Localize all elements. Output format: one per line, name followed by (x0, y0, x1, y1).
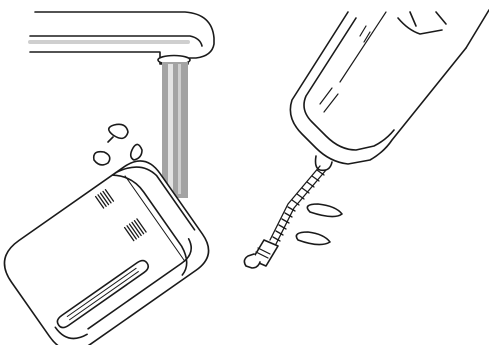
nozzle-tip-icon (244, 240, 278, 268)
water-drop-icon (307, 204, 342, 217)
water-drop-icon (296, 232, 330, 245)
water-drop-icon (94, 152, 110, 165)
water-stream-icon (162, 62, 188, 198)
water-drop-icon (108, 124, 128, 142)
faucet-icon (30, 12, 214, 65)
water-drop-icon (131, 144, 142, 160)
flexible-hose-icon (270, 166, 326, 244)
clean-wand-panel (244, 10, 489, 268)
rinse-case-panel (0, 12, 217, 345)
handle-icon (290, 10, 489, 170)
